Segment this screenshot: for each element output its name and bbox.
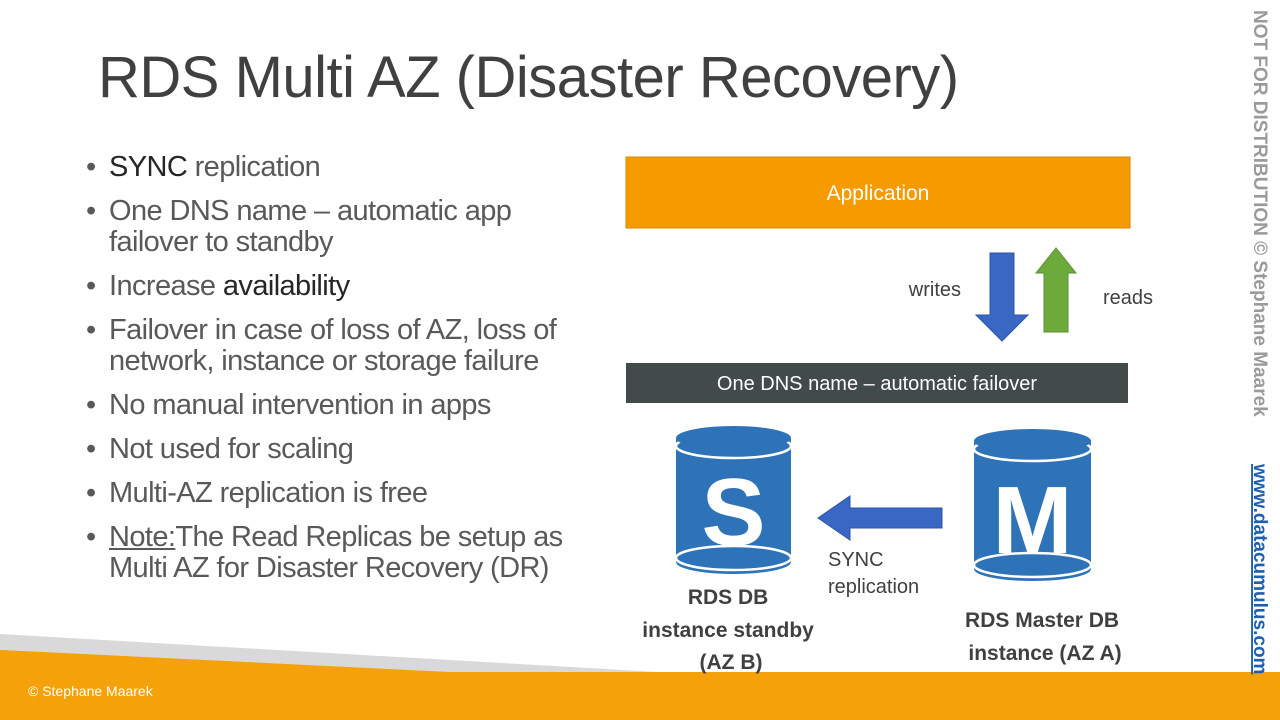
dns-bar — [626, 363, 1128, 403]
bullet-no-manual: No manual intervention in apps — [86, 389, 596, 422]
bullet-text: One DNS name – automatic app failover to… — [109, 195, 512, 258]
sync-replication-label: SYNC replication — [828, 549, 919, 598]
standby-db-letter: S — [701, 459, 765, 566]
bullet-text: Increase — [109, 270, 223, 302]
footer-orange-wedge — [0, 650, 1280, 713]
bullet-text: Not used for scaling — [109, 433, 354, 465]
application-box — [625, 156, 1131, 229]
slide-title: RDS Multi AZ (Disaster Recovery) — [98, 45, 959, 110]
bullet-text: No manual intervention in apps — [109, 389, 491, 421]
multi-az-diagram: Application writes reads One DNS name – … — [625, 156, 1153, 674]
bullet-not-scaling: Not used for scaling — [86, 433, 596, 466]
bullet-sync-replication: SYNC replication — [86, 151, 596, 184]
bullet-text: The Read Replicas be setup as Multi AZ f… — [109, 521, 563, 584]
standby-db-caption: RDS DB instance standby (AZ B) — [642, 586, 819, 674]
dns-label: One DNS name – automatic failover — [717, 373, 1037, 395]
application-label: Application — [827, 182, 930, 205]
reads-arrow-icon — [1034, 247, 1078, 333]
writes-arrow-icon — [974, 252, 1030, 342]
note-label: Note: — [109, 521, 176, 553]
standby-db-icon: S — [674, 426, 793, 574]
bullet-bold-text: availability — [222, 270, 350, 302]
sync-label-line-2: replication — [828, 576, 919, 598]
sync-replication-arrow-icon — [817, 495, 943, 541]
master-db-letter: M — [993, 467, 1073, 574]
master-caption-line-1: RDS Master DB — [965, 609, 1119, 632]
watermark-notice: NOT FOR DISTRIBUTION © Stephane Maarek — [1249, 10, 1270, 417]
bullet-text: Multi-AZ replication is free — [109, 477, 428, 509]
watermark: NOT FOR DISTRIBUTION © Stephane Maarek w… — [1249, 10, 1270, 674]
standby-caption-line-1: RDS DB — [688, 586, 769, 609]
standby-caption-line-2: instance standby — [642, 619, 814, 642]
bullet-note: Note:The Read Replicas be setup as Multi… — [86, 522, 596, 584]
footer-copyright: © Stephane Maarek — [28, 683, 153, 699]
sync-label-line-1: SYNC — [828, 549, 884, 571]
bullet-failover: Failover in case of loss of AZ, loss of … — [86, 315, 596, 377]
bullet-dns-name: One DNS name – automatic app failover to… — [86, 196, 596, 258]
master-caption-line-2: instance (AZ A) — [968, 642, 1121, 665]
bullet-bold-text: SYNC — [109, 151, 188, 183]
writes-label: writes — [908, 279, 961, 301]
master-db-icon: M — [972, 429, 1093, 581]
standby-caption-line-3: (AZ B) — [700, 651, 763, 674]
reads-label: reads — [1103, 287, 1153, 309]
bullet-availability: Increase availability — [86, 270, 596, 303]
master-db-caption: RDS Master DB instance (AZ A) — [965, 609, 1125, 665]
bullet-text: Failover in case of loss of AZ, loss of … — [109, 314, 557, 377]
bullet-text: replication — [187, 151, 321, 183]
bullet-list: SYNC replication One DNS name – automati… — [86, 152, 596, 597]
bullet-free: Multi-AZ replication is free — [86, 477, 596, 510]
watermark-url: www.datacumulus.com — [1249, 463, 1270, 674]
